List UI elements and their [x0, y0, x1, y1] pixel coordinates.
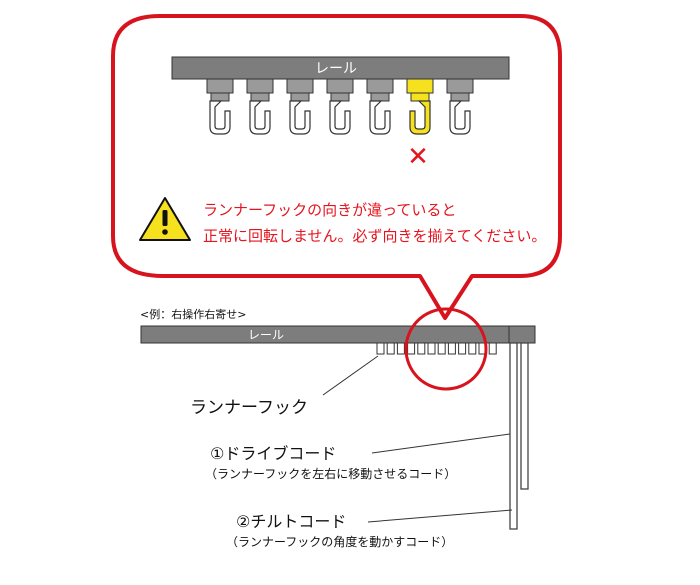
hook: [286, 78, 314, 135]
runner: [376, 342, 385, 355]
runner-hook-label: ランナーフック: [190, 398, 308, 418]
runner: [447, 342, 456, 355]
hook: [206, 78, 234, 135]
runner: [396, 342, 405, 355]
runner-row: [376, 342, 497, 355]
tilt-cord-desc: （ランナーフックの角度を動かすコード）: [226, 534, 453, 549]
warning-icon: [139, 197, 191, 241]
rail-end-cap: [508, 325, 536, 344]
runner: [417, 342, 426, 355]
example-label: <例：右操作右寄せ>: [140, 307, 246, 321]
runner: [458, 342, 467, 355]
runner: [427, 342, 436, 355]
hook: [246, 78, 274, 135]
tilt-cord-leader: [367, 509, 513, 523]
tilt-cord-title: ②チルトコード: [236, 512, 346, 531]
runner: [437, 342, 446, 355]
runner: [407, 342, 416, 355]
hook: [446, 78, 474, 135]
hook-misaligned: [406, 78, 434, 135]
drive-cord-leader: [371, 433, 511, 454]
hook: [326, 78, 354, 135]
drive-cord: [509, 342, 518, 530]
main-rail-label: レール: [248, 328, 284, 342]
runner-hook-leader: [322, 355, 379, 396]
runner: [468, 342, 477, 355]
callout-rail-label: レール: [315, 61, 357, 77]
main-rail: [140, 325, 510, 344]
runner: [386, 342, 395, 355]
error-x-mark: ✕: [407, 142, 429, 172]
runner-hooks-group: [206, 78, 474, 135]
runner: [488, 342, 497, 355]
tilt-cord: [520, 342, 529, 490]
drive-cord-title: ①ドライブコード: [210, 444, 336, 463]
warning-text-line2: 正常に回転しません。必ず向きを揃えてください。: [203, 227, 546, 245]
drive-cord-desc: （ランナーフックを左右に移動させるコード）: [205, 466, 456, 481]
warning-text-line1: ランナーフックの向きが違っていると: [203, 201, 456, 219]
highlight-circle: [404, 307, 488, 391]
hook: [366, 78, 394, 135]
